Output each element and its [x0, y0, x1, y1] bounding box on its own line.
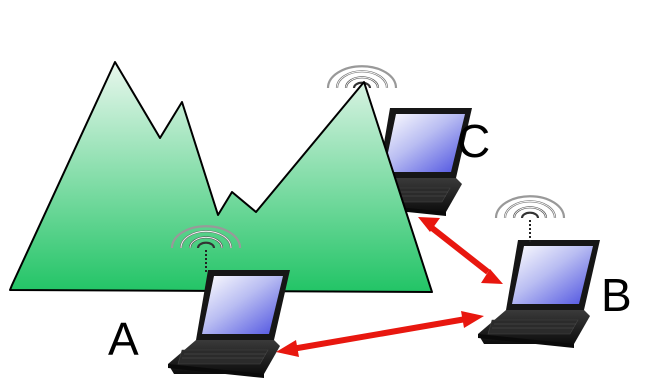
node-label-a: A: [108, 313, 139, 365]
node-label-c: C: [457, 115, 491, 167]
node-label-b: B: [601, 269, 632, 321]
wireless-signal-icon: [494, 195, 566, 244]
link-arrow-c-b: [418, 217, 503, 284]
link-arrow-a-b: [276, 311, 484, 357]
mountain-obstacle: [9, 61, 433, 293]
laptop-b: [477, 239, 601, 349]
